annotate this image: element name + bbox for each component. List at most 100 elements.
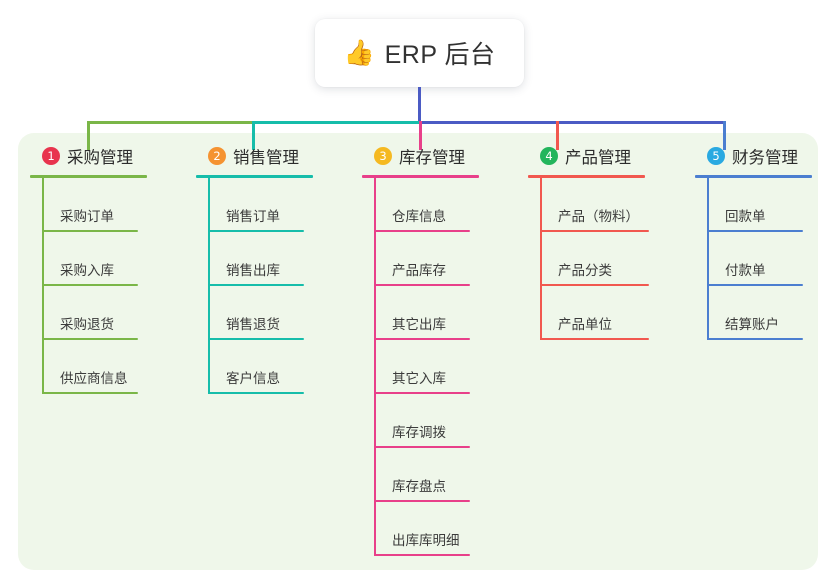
leaf-underline [42,392,138,394]
leaf-node[interactable]: 客户信息 [196,340,313,394]
leaf-label: 付款单 [725,263,766,278]
leaf-node[interactable]: 采购退货 [30,286,147,340]
leaf-underline [707,230,803,232]
branch-spine-3 [374,178,376,556]
branch-items-1: 采购订单采购入库采购退货供应商信息 [30,178,147,394]
leaf-node[interactable]: 采购入库 [30,232,147,286]
leaf-node[interactable]: 出库库明细 [362,502,479,556]
leaf-underline [540,230,649,232]
leaf-label: 采购入库 [60,263,114,278]
branch-header-rule-2 [196,175,313,178]
branch-title-2: 销售管理 [233,149,299,167]
leaf-underline [208,392,304,394]
leaf-label: 其它出库 [392,317,446,332]
branch-title-3: 库存管理 [399,149,465,167]
leaf-label: 产品库存 [392,263,446,278]
leaf-label: 销售出库 [226,263,280,278]
leaf-node[interactable]: 回款单 [695,178,812,232]
leaf-label: 出库库明细 [392,533,460,548]
leaf-label: 库存调拨 [392,425,446,440]
leaf-underline [42,284,138,286]
branch-spine-2 [208,178,210,394]
branch-items-2: 销售订单销售出库销售退货客户信息 [196,178,313,394]
branch-badge-4: 4 [540,147,558,165]
leaf-underline [208,284,304,286]
leaf-node[interactable]: 采购订单 [30,178,147,232]
leaf-node[interactable]: 库存盘点 [362,448,479,502]
leaf-underline [707,338,803,340]
leaf-underline [42,338,138,340]
branch-items-3: 仓库信息产品库存其它出库其它入库库存调拨库存盘点出库库明细 [362,178,479,556]
connector-drop-2 [252,121,255,150]
branch-badge-3: 3 [374,147,392,165]
leaf-node[interactable]: 付款单 [695,232,812,286]
leaf-node[interactable]: 销售订单 [196,178,313,232]
branch-spine-5 [707,178,709,340]
leaf-underline [208,338,304,340]
leaf-underline [374,392,470,394]
branch-badge-1: 1 [42,147,60,165]
leaf-label: 销售订单 [226,209,280,224]
leaf-underline [374,284,470,286]
leaf-underline [374,500,470,502]
leaf-node[interactable]: 其它出库 [362,286,479,340]
leaf-node[interactable]: 供应商信息 [30,340,147,394]
branch-header-rule-3 [362,175,479,178]
branch-column-2: 2 销售管理销售订单销售出库销售退货客户信息 [196,143,313,394]
connector-drop-4 [556,121,559,150]
leaf-node[interactable]: 产品分类 [528,232,649,286]
connector-drop-1 [87,121,90,150]
branch-title-5: 财务管理 [732,149,798,167]
leaf-underline [374,554,470,556]
leaf-underline [374,230,470,232]
leaf-node[interactable]: 仓库信息 [362,178,479,232]
leaf-underline [208,230,304,232]
connector-segment-2 [252,121,420,124]
leaf-underline [374,338,470,340]
leaf-underline [540,284,649,286]
branch-column-1: 1 采购管理采购订单采购入库采购退货供应商信息 [30,143,147,394]
leaf-node[interactable]: 其它入库 [362,340,479,394]
branch-header-rule-5 [695,175,812,178]
leaf-node[interactable]: 产品（物料） [528,178,649,232]
leaf-label: 仓库信息 [392,209,446,224]
branch-spine-4 [540,178,542,340]
leaf-node[interactable]: 结算账户 [695,286,812,340]
connector-segment-3 [419,121,724,124]
connector-drop-3 [419,121,422,150]
root-node-card[interactable]: 👍 ERP 后台 [315,19,524,87]
leaf-label: 销售退货 [226,317,280,332]
leaf-node[interactable]: 产品库存 [362,232,479,286]
branch-spine-1 [42,178,44,394]
branch-badge-5: 5 [707,147,725,165]
connector-segment-1 [87,121,253,124]
leaf-label: 回款单 [725,209,766,224]
branch-title-1: 采购管理 [67,149,133,167]
leaf-node[interactable]: 销售退货 [196,286,313,340]
branch-header-rule-1 [30,175,147,178]
leaf-underline [540,338,649,340]
leaf-label: 客户信息 [226,371,280,386]
leaf-node[interactable]: 库存调拨 [362,394,479,448]
leaf-label: 产品单位 [558,317,612,332]
branch-header-2[interactable]: 2 销售管理 [196,143,313,169]
leaf-node[interactable]: 销售出库 [196,232,313,286]
leaf-label: 库存盘点 [392,479,446,494]
branch-header-5[interactable]: 5 财务管理 [695,143,812,169]
leaf-label: 采购退货 [60,317,114,332]
root-stem-line [418,87,421,124]
leaf-label: 结算账户 [725,317,779,332]
branch-header-rule-4 [528,175,645,178]
leaf-label: 产品分类 [558,263,612,278]
branch-items-5: 回款单付款单结算账户 [695,178,812,340]
branch-header-1[interactable]: 1 采购管理 [30,143,147,169]
leaf-label: 采购订单 [60,209,114,224]
branch-badge-2: 2 [208,147,226,165]
branch-header-3[interactable]: 3 库存管理 [362,143,479,169]
branch-column-5: 5 财务管理回款单付款单结算账户 [695,143,812,340]
connector-drop-5 [723,121,726,150]
leaf-node[interactable]: 产品单位 [528,286,649,340]
